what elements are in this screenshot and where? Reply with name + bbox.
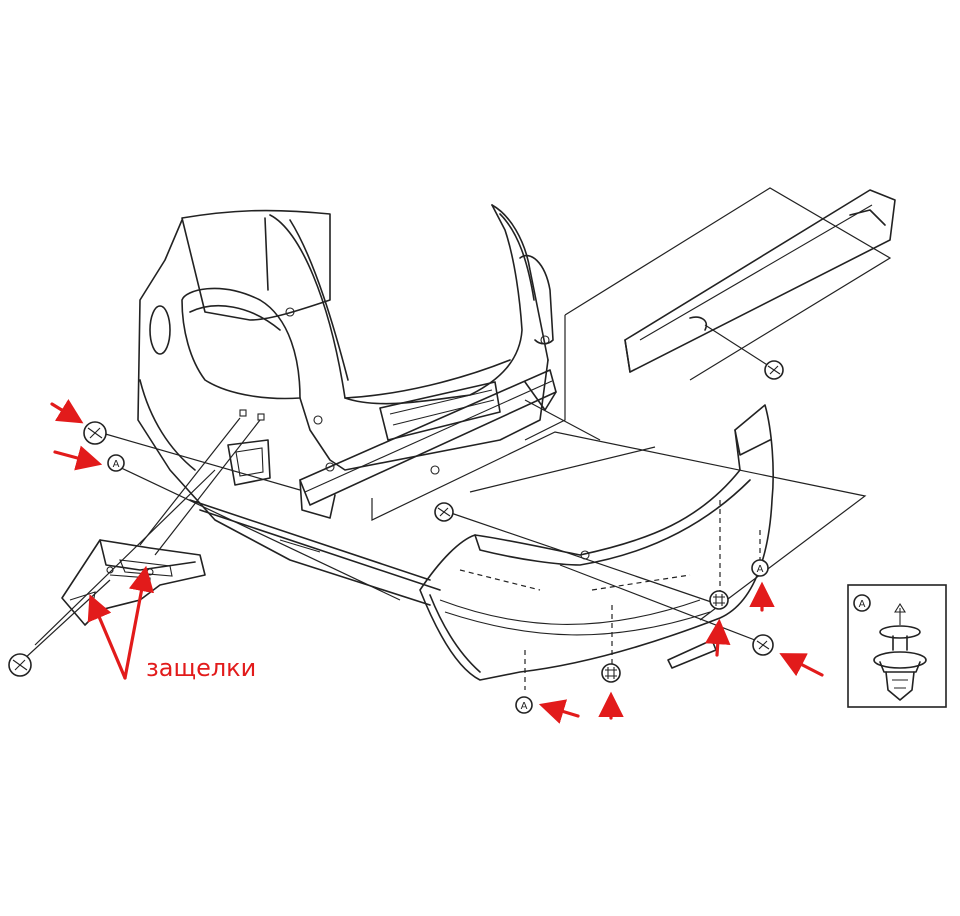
arrow-icon: [779, 653, 824, 677]
side-bracket-with-latches: [61, 539, 206, 626]
assembly-guide-lines: [22, 324, 867, 661]
callout-a-bottom-label: A: [521, 701, 528, 712]
arrow-icon: [538, 699, 580, 724]
inset-callout-label: A: [859, 599, 866, 610]
arrow-icon: [87, 594, 127, 680]
arrow-icon: [50, 399, 84, 424]
screw-fastener-icon: [434, 502, 454, 522]
screw-fastener-icon: [752, 634, 774, 656]
latches-caption: защелки: [146, 654, 256, 682]
screw-fastener-icon: [8, 653, 32, 677]
arrow-icon: [123, 565, 155, 680]
rear-bumper-cover: [419, 404, 774, 690]
arrow-icon: [53, 445, 103, 471]
screw-fastener-icon: [764, 360, 784, 380]
clip-fastener-icon: [601, 663, 621, 683]
screw-fastener-icon: [83, 421, 107, 445]
callout-a-left: A: [107, 454, 125, 472]
red-pointer-arrows: [50, 399, 824, 724]
clip-detail-inset: A: [847, 584, 947, 708]
callout-a-right: A: [751, 559, 769, 577]
car-rear-body: [137, 204, 557, 606]
callout-a-bottom: A: [515, 696, 533, 714]
arrow-icon: [704, 618, 731, 657]
callout-a-right-label: A: [757, 564, 764, 575]
callout-a-left-label: A: [113, 459, 120, 470]
impact-absorber-bar: [524, 187, 896, 441]
clip-fastener-icon: [709, 590, 729, 610]
